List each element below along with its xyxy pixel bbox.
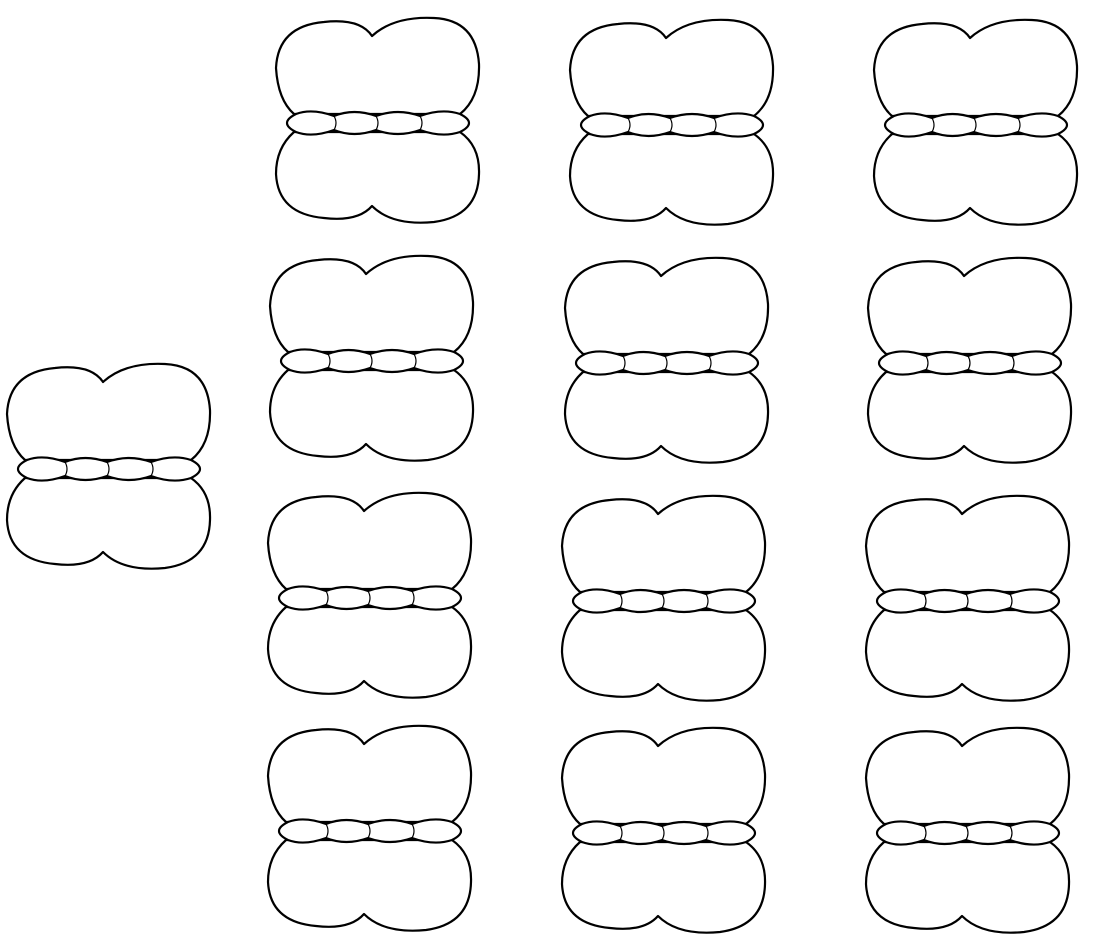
grid-cookie-r2-c3 <box>866 256 1073 464</box>
grid-cookie-r3-c1 <box>266 491 473 699</box>
grid-cookie-r4-c2 <box>560 726 767 934</box>
grid-cookie-r2-c1 <box>268 254 475 462</box>
grid-cookie-r4-c3 <box>864 726 1071 934</box>
grid-cookie-r3-c3 <box>864 494 1071 702</box>
grid-cookie-r1-c1 <box>274 16 481 224</box>
grid-cookie-r1-c3 <box>872 18 1079 226</box>
grid-cookie-r1-c2 <box>568 18 775 226</box>
grid-cookie-r2-c2 <box>563 256 770 464</box>
single-cookie <box>5 362 212 570</box>
grid-cookie-r4-c1 <box>266 724 473 932</box>
grid-cookie-r3-c2 <box>560 494 767 702</box>
